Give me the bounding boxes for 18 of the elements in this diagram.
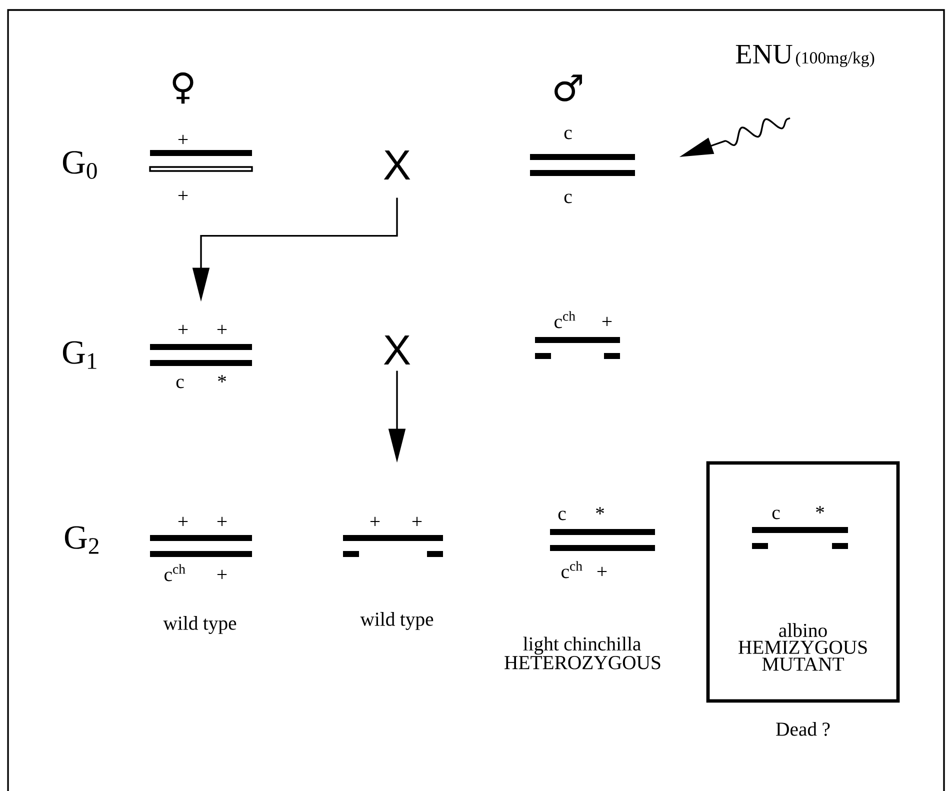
- chromosome-pair: $\mathrm{c}^{\mathrm{ch}}$ +: [535, 311, 620, 359]
- cross-symbol: X: [384, 150, 410, 180]
- chromosome-pair: c c: [530, 130, 635, 204]
- generation-label: G$_{2}$: [64, 526, 98, 554]
- generation-label: G$_{0}$: [62, 151, 97, 179]
- chromosome-pair: c * $\mathrm{c}^{\mathrm{ch}}$ +: [550, 507, 655, 578]
- node-label: +: [178, 190, 188, 200]
- chromosome-pair: c *: [752, 506, 848, 549]
- chromosome-pair: + +: [343, 516, 443, 557]
- phenotype-label: wild type: [163, 616, 236, 634]
- note: Dead ?: [776, 722, 830, 736]
- chromosome-pair: + + c *: [150, 324, 252, 388]
- phenotype-label: wild type: [360, 612, 434, 630]
- generation-label: G$_{1}$: [62, 341, 96, 369]
- node-label: +: [178, 134, 188, 144]
- chromosome-pair: + +: [149, 134, 253, 200]
- cross-symbol: X: [384, 336, 410, 364]
- phenotype-label: light chinchilla HETEROZYGOUS: [504, 636, 660, 670]
